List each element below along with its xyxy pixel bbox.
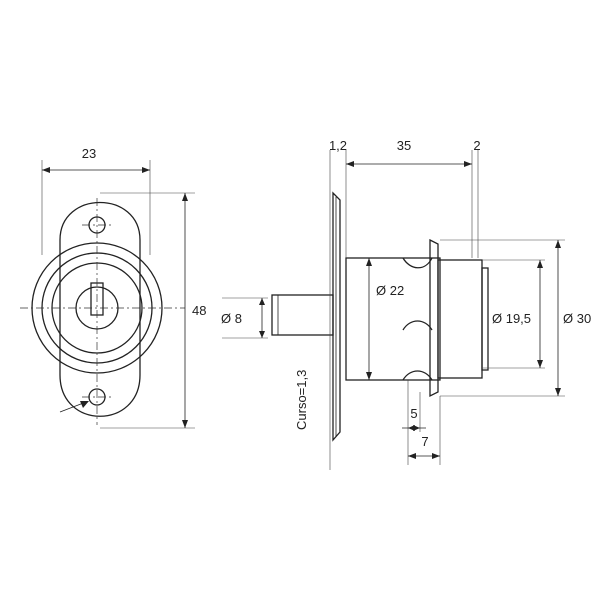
pin-arrow-top xyxy=(259,298,265,305)
collar-diameter-arrow-top xyxy=(555,240,561,248)
dim7-label: 7 xyxy=(421,434,428,449)
leader-arrow xyxy=(80,401,89,408)
body-notch-middle xyxy=(402,320,433,331)
dim5-label: 5 xyxy=(410,406,417,421)
front-collar xyxy=(429,238,439,398)
bolt-pin xyxy=(271,294,334,336)
cylinder-face xyxy=(481,267,489,371)
width-label: 23 xyxy=(82,146,96,161)
collar-diameter-arrow-bottom xyxy=(555,388,561,396)
dim5-arrow-right xyxy=(413,425,420,431)
body-diameter-arrow-top xyxy=(366,258,372,266)
width-arrow-right xyxy=(142,167,150,173)
front-view: 23 48 xyxy=(20,146,206,429)
body-length-arrow-right xyxy=(464,161,472,167)
key-cylinder-side xyxy=(437,259,483,379)
body-notch-bottom xyxy=(402,370,433,381)
cylinder-diameter-arrow-top xyxy=(537,260,543,268)
dim7-arrow-right xyxy=(432,453,440,459)
collar-diameter-label: Ø 30 xyxy=(563,311,591,326)
lock-body xyxy=(345,257,441,381)
width-arrow-left xyxy=(42,167,50,173)
side-view: 1,2 35 2 Ø 8 Curso=1,3 Ø 22 Ø 19,5 Ø 30 xyxy=(221,138,591,470)
flange-plate xyxy=(332,191,341,442)
stroke-label: Curso=1,3 xyxy=(294,370,309,430)
body-length-arrow-left xyxy=(346,161,354,167)
flange-label: 1,2 xyxy=(329,138,347,153)
body-diameter-arrow-bottom xyxy=(366,372,372,380)
height-arrow-bottom xyxy=(182,420,188,428)
mounting-plate-outline xyxy=(59,201,141,417)
body-diameter-label: Ø 22 xyxy=(376,283,404,298)
body-notch-top xyxy=(402,257,433,269)
body-length-label: 35 xyxy=(397,138,411,153)
height-label: 48 xyxy=(192,303,206,318)
rim-label: 2 xyxy=(473,138,480,153)
pin-arrow-bottom xyxy=(259,331,265,338)
cylinder-diameter-label: Ø 19,5 xyxy=(492,311,531,326)
height-arrow-top xyxy=(182,193,188,201)
dim7-arrow-left xyxy=(408,453,416,459)
cylinder-diameter-arrow-bottom xyxy=(537,360,543,368)
pin-diameter-label: Ø 8 xyxy=(221,311,242,326)
